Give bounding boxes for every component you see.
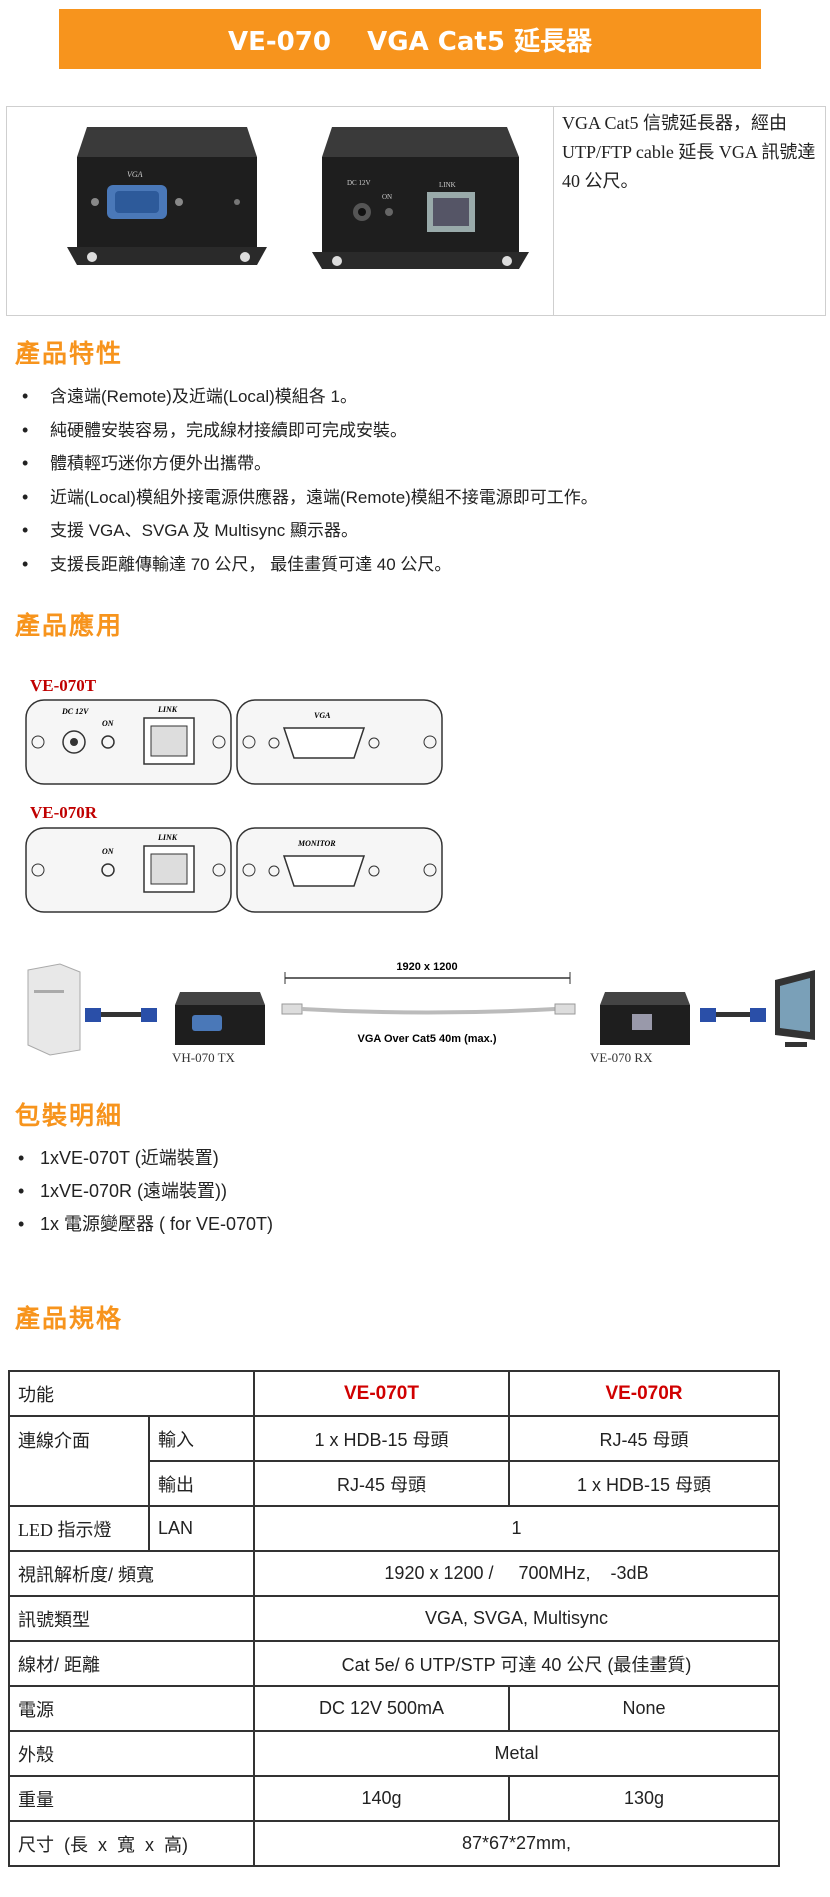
case-label: 外殼 [8,1730,255,1777]
vga-port-label: VGA [127,170,143,179]
input-label: 輸入 [148,1415,255,1462]
list-item: •支援 VGA、SVGA 及 Multisync 顯示器。 [22,520,358,540]
rx-caption: VE-070 RX [590,1050,653,1065]
case-value: Metal [253,1730,780,1777]
link-label: LINK [157,833,178,842]
list-item: •體積輕巧迷你方便外出攜帶。 [22,453,271,473]
header-function: 功能 [8,1370,255,1417]
weight-t-value: 140g [253,1775,510,1822]
table-row: 視訊解析度/ 頻寬 1920 x 1200 / 700MHz, -3dB [8,1550,780,1597]
header-ve070t: VE-070T [253,1370,510,1417]
signal-label: 訊號類型 [8,1595,255,1642]
table-row: 重量 140g 130g [8,1775,780,1822]
specs-title: 產品規格 [15,1304,124,1333]
table-row: LED 指示燈 LAN 1 [8,1505,780,1552]
cat5-cable-icon [281,1003,576,1015]
local-unit-photo: VGA [67,127,267,265]
cable-value: Cat 5e/ 6 UTP/STP 可達 40 公尺 (最佳畫質) [253,1640,780,1687]
video-value: 1920 x 1200 / 700MHz, -3dB [253,1550,780,1597]
receiver-model-label: VE-070R [30,803,98,822]
table-row: 訊號類型 VGA, SVGA, Multisync [8,1595,780,1642]
product-photo: VGA DC 12V ON LINK [7,107,554,315]
features-title: 產品特性 [15,339,124,368]
video-label: 視訊解析度/ 頻寬 [8,1550,255,1597]
link-label: LINK [157,705,178,714]
power-label: 電源 [8,1685,255,1732]
led-label: LED 指示燈 [8,1505,150,1552]
table-row: 電源 DC 12V 500mA None [8,1685,780,1732]
receiver-panel-diagram: ON LINK MONITOR [25,827,443,913]
power-label: DC 12V [347,179,371,187]
tx-caption: VH-070 TX [172,1050,235,1065]
weight-label: 重量 [8,1775,255,1822]
size-value: 87*67*27mm, [253,1820,780,1867]
table-row: 外殼 Metal [8,1730,780,1777]
intro-box: VGA DC 12V ON LINK VGA Cat5 信號延長器，經由 UTP… [6,106,826,316]
list-item: •1xVE-070R (遠端裝置)) [18,1181,228,1201]
tx-unit-icon [175,992,265,1045]
output-r-value: 1 x HDB-15 母頭 [508,1460,780,1507]
led-value: 1 [253,1505,780,1552]
intro-description: VGA Cat5 信號延長器，經由 UTP/FTP cable 延長 VGA 訊… [562,113,816,191]
product-photo-image: VGA DC 12V ON LINK [67,127,529,269]
monitor-label: MONITOR [297,839,336,848]
title-banner: VE-070 VGA Cat5 延長器 [59,9,761,69]
led-sub-label: LAN [148,1505,255,1552]
list-item: •支援長距離傳輸達 70 公尺， 最佳畫質可達 40 公尺。 [22,553,452,574]
monitor-icon [775,970,815,1047]
power-r-value: None [508,1685,780,1732]
power-t-value: DC 12V 500mA [253,1685,510,1732]
output-t-value: RJ-45 母頭 [253,1460,510,1507]
table-row: 連線介面 輸入 1 x HDB-15 母頭 RJ-45 母頭 [8,1415,780,1507]
connection-diagram: 1920 x 1200 VGA Over Cat5 40m (max.) [27,961,815,1056]
remote-unit-photo: DC 12V ON LINK [312,127,529,269]
application-title: 產品應用 [15,611,124,640]
table-row: 輸出 RJ-45 母頭 1 x HDB-15 母頭 [9,1460,780,1507]
page-title: VE-070 VGA Cat5 延長器 [228,26,592,57]
features-list: •含遠端(Remote)及近端(Local)模組各 1。 •純硬體安裝容易，完成… [22,380,598,581]
table-row: 功能 VE-070T VE-070R [8,1370,780,1417]
list-item: •1x 電源變壓器 ( for VE-070T) [18,1214,274,1234]
list-item: •近端(Local)模組外接電源供應器，遠端(Remote)模組不接電源即可工作… [22,486,598,507]
on-label: ON [102,719,115,728]
on-label: ON [102,847,115,856]
interface-label: 連線介面 [8,1415,150,1507]
cable-label: 線材/ 距離 [8,1640,255,1687]
list-item: •含遠端(Remote)及近端(Local)模組各 1。 [22,386,357,406]
vga-cable-icon [85,1008,157,1022]
package-list: •1xVE-070T (近端裝置) •1xVE-070R (遠端裝置)) •1x… [18,1142,273,1241]
pc-tower-icon [27,963,81,1056]
table-row: 尺寸 (長 x 寬 x 高) 87*67*27mm, [8,1820,780,1867]
signal-value: VGA, SVGA, Multisync [253,1595,780,1642]
vga-cable-icon [700,1008,766,1022]
list-item: •1xVE-070T (近端裝置) [18,1148,219,1168]
cable-label: VGA Over Cat5 40m (max.) [358,1033,497,1045]
input-r-value: RJ-45 母頭 [508,1415,780,1462]
size-label: 尺寸 (長 x 寬 x 高) [8,1820,255,1867]
list-item: •純硬體安裝容易，完成線材接續即可完成安裝。 [22,419,407,440]
rx-unit-icon [600,992,690,1045]
resolution-label: 1920 x 1200 [396,961,457,973]
header-ve070r: VE-070R [508,1370,780,1417]
table-row: 線材/ 距離 Cat 5e/ 6 UTP/STP 可達 40 公尺 (最佳畫質) [8,1640,780,1687]
input-t-value: 1 x HDB-15 母頭 [253,1415,510,1462]
weight-r-value: 130g [508,1775,780,1822]
package-title: 包裝明細 [15,1101,124,1130]
transmitter-model-label: VE-070T [30,676,97,695]
power-label: DC 12V [61,707,89,716]
spec-table: 功能 VE-070T VE-070R 連線介面 輸入 1 x HDB-15 母頭… [8,1370,780,1867]
transmitter-panel-diagram: DC 12V ON LINK VGA [25,699,443,785]
link-label: LINK [439,181,456,189]
vga-label: VGA [314,711,331,720]
on-label: ON [382,193,392,201]
output-label: 輸出 [148,1460,255,1507]
